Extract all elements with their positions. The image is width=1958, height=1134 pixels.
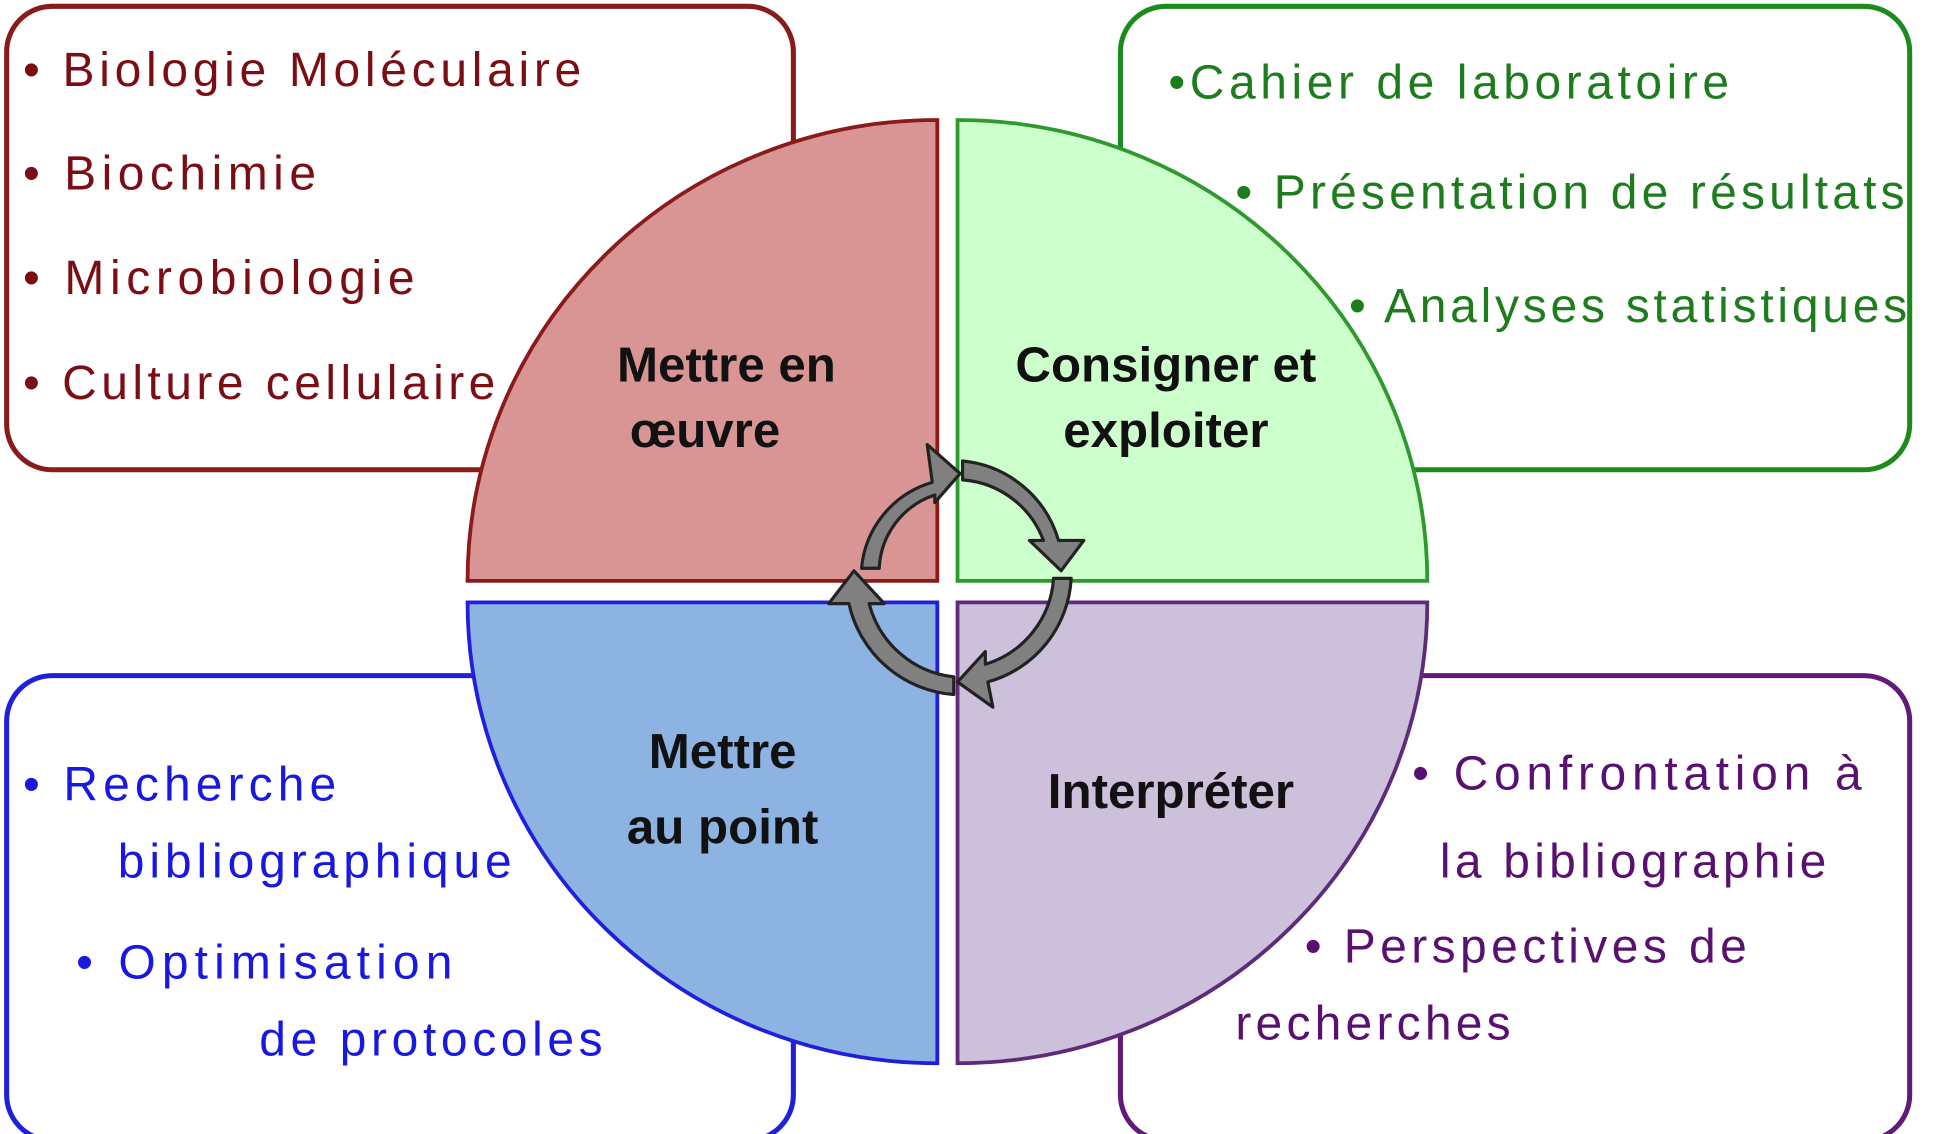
quadrant-consigner xyxy=(955,118,1430,583)
list-item: • Présentation de résultats xyxy=(1235,166,1904,219)
label-mettre-en: Mettre en xyxy=(617,337,836,392)
label-oeuvre: œuvre xyxy=(630,403,780,458)
quadrant-mettre-au-point xyxy=(465,600,940,1066)
label-exploiter: exploiter xyxy=(1063,403,1268,458)
cycle-arrows-icon xyxy=(827,442,1086,709)
list-item: • Perspectives de xyxy=(1305,920,1747,973)
list-item: bibliographique xyxy=(118,836,512,889)
quadrant-mettre-en-oeuvre xyxy=(465,118,940,583)
list-item: • Analyses statistiques xyxy=(1349,280,1907,333)
list-item: • Recherche xyxy=(23,759,336,812)
label-mettre: Mettre xyxy=(649,724,797,779)
list-item: • Biologie Moléculaire xyxy=(23,44,581,97)
list-item: • Confrontation à xyxy=(1412,747,1862,800)
list-item: •Cahier de laboratoire xyxy=(1168,56,1729,109)
list-item: • Microbiologie xyxy=(23,252,414,305)
list-item: • Culture cellulaire xyxy=(23,357,495,410)
list-item: • Biochimie xyxy=(23,147,316,200)
list-item: de protocoles xyxy=(259,1014,602,1067)
label-au-point: au point xyxy=(627,800,818,855)
quadrant-interpreter xyxy=(955,600,1430,1066)
label-consigner-et: Consigner et xyxy=(1015,337,1316,392)
label-interpreter: Interpréter xyxy=(1048,764,1294,819)
list-item: • Optimisation xyxy=(76,937,452,990)
list-item: la bibliographie xyxy=(1440,836,1826,889)
